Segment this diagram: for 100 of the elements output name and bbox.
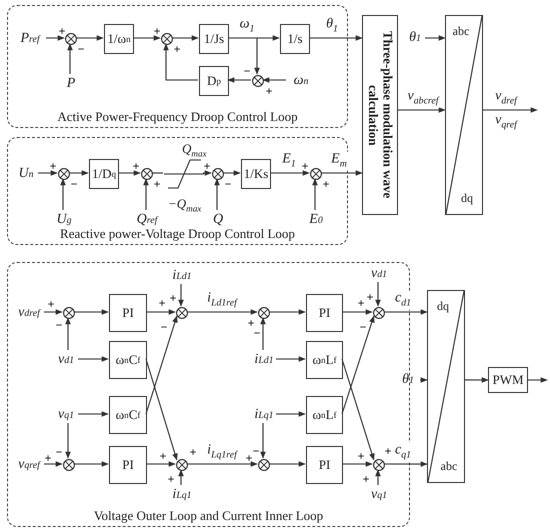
calculation-block: Three-phase modulation wave calculation: [362, 15, 398, 215]
signal-arrow: [146, 461, 176, 467]
signal-arrow: [342, 461, 373, 467]
sign-label: +: [170, 292, 176, 304]
signal-arrow: [228, 37, 260, 75]
signal-arrow: [227, 77, 251, 83]
sign-label: +: [154, 25, 160, 37]
summing-junction: [63, 459, 75, 471]
signal-arrow: [260, 317, 266, 350]
signal-label: Q: [210, 211, 226, 229]
signal-arrow: [270, 170, 310, 176]
sign-label: +: [50, 160, 56, 172]
signal-arrow: [375, 469, 381, 485]
signal-arrow: [375, 282, 381, 307]
edge-label: i$_{Ld1ref}$: [206, 290, 238, 310]
sign-label: +: [58, 25, 66, 37]
transfer-function-block: 1/Ks: [241, 159, 271, 189]
signal-arrow: [146, 309, 176, 315]
group-title: Reactive power-Voltage Droop Control Loop: [59, 226, 296, 242]
transfer-function-block: PI: [306, 294, 343, 332]
signal-arrow: [46, 35, 65, 41]
signal-arrow: [74, 461, 109, 467]
summing-junction: [373, 459, 385, 471]
transfer-function-block: PI: [109, 294, 147, 332]
sign-label: −: [360, 321, 366, 333]
summing-junction: [161, 33, 173, 45]
signal-arrow: [214, 178, 220, 210]
signal-arrow: [76, 35, 104, 41]
sign-label: +: [160, 450, 166, 462]
signal-arrow: [44, 461, 63, 467]
signal-arrow: [341, 358, 375, 460]
signal-arrow: [69, 170, 89, 176]
summing-junction: [373, 307, 385, 319]
summing-junction: [65, 33, 77, 45]
signal-arrow: [65, 423, 71, 459]
sign-label: +: [44, 452, 52, 464]
signal-arrow: [67, 43, 73, 74]
signal-arrow: [145, 316, 178, 414]
sign-label: +: [174, 43, 180, 55]
transform-label: dq: [460, 191, 474, 206]
signal-arrow: [341, 316, 375, 414]
transform-block: [427, 290, 465, 483]
summing-junction: [176, 459, 188, 471]
sign-label: +: [366, 291, 374, 303]
group-title: Active Power-Frequency Droop Control Loop: [56, 109, 299, 125]
summing-junction: [258, 307, 270, 319]
sign-label: +: [302, 160, 308, 172]
signal-arrow: [74, 309, 109, 315]
signal-arrow: [483, 107, 538, 113]
sign-label: −: [56, 446, 62, 458]
signal-arrow: [203, 170, 212, 176]
signal-arrow: [178, 284, 184, 307]
signal-arrow: [78, 411, 109, 417]
summing-junction: [63, 307, 75, 319]
signal-arrow: [78, 356, 109, 362]
sign-label: −: [252, 445, 260, 457]
transform-label: dq: [436, 299, 450, 314]
transfer-function-block: PI: [306, 446, 343, 484]
signal-arrow: [187, 461, 258, 467]
sign-label: +: [384, 445, 392, 457]
signal-arrow: [260, 423, 266, 459]
sign-label: −: [254, 327, 260, 339]
sign-label: −: [70, 178, 78, 190]
sign-label: −: [78, 43, 84, 55]
signal-arrow: [384, 309, 428, 315]
transfer-function-block: 1/s: [280, 24, 310, 54]
sign-label: +: [358, 297, 364, 309]
transfer-function-block: PWM: [488, 367, 528, 393]
signal-arrow: [118, 170, 141, 176]
sign-label: +: [48, 298, 54, 310]
sign-label: +: [266, 85, 272, 97]
edge-label: E$_{m}$: [330, 152, 348, 170]
sign-label: +: [154, 178, 160, 190]
sign-label: −: [56, 319, 62, 331]
signal-arrow: [321, 170, 363, 176]
summing-junction: [176, 307, 188, 319]
signal-label: P: [63, 75, 79, 93]
transform-label: abc: [452, 24, 470, 39]
summing-junction: [258, 459, 270, 471]
signal-arrow: [384, 461, 428, 467]
dashed-group-frame: [7, 262, 410, 527]
sign-label: −: [244, 65, 250, 77]
signal-arrow: [38, 170, 58, 176]
sign-label: −: [224, 178, 232, 190]
sign-label: +: [204, 160, 210, 172]
signal-arrow: [44, 309, 63, 315]
group-title: Voltage Outer Loop and Current Inner Loop: [92, 508, 324, 524]
transform-block: [445, 15, 483, 215]
sign-label: +: [322, 178, 330, 190]
sign-label: +: [246, 452, 252, 464]
signal-arrow: [187, 309, 258, 315]
dashed-group-frame: [7, 5, 348, 128]
signal-arrow: [528, 377, 548, 383]
sign-label: +: [132, 160, 140, 172]
sign-label: +: [158, 297, 166, 309]
sign-label: +: [358, 450, 364, 462]
signal-arrow: [269, 309, 306, 315]
edge-label: c$_{q1}$: [394, 442, 412, 462]
signal-arrow: [276, 411, 306, 417]
sign-label: +: [248, 317, 254, 329]
